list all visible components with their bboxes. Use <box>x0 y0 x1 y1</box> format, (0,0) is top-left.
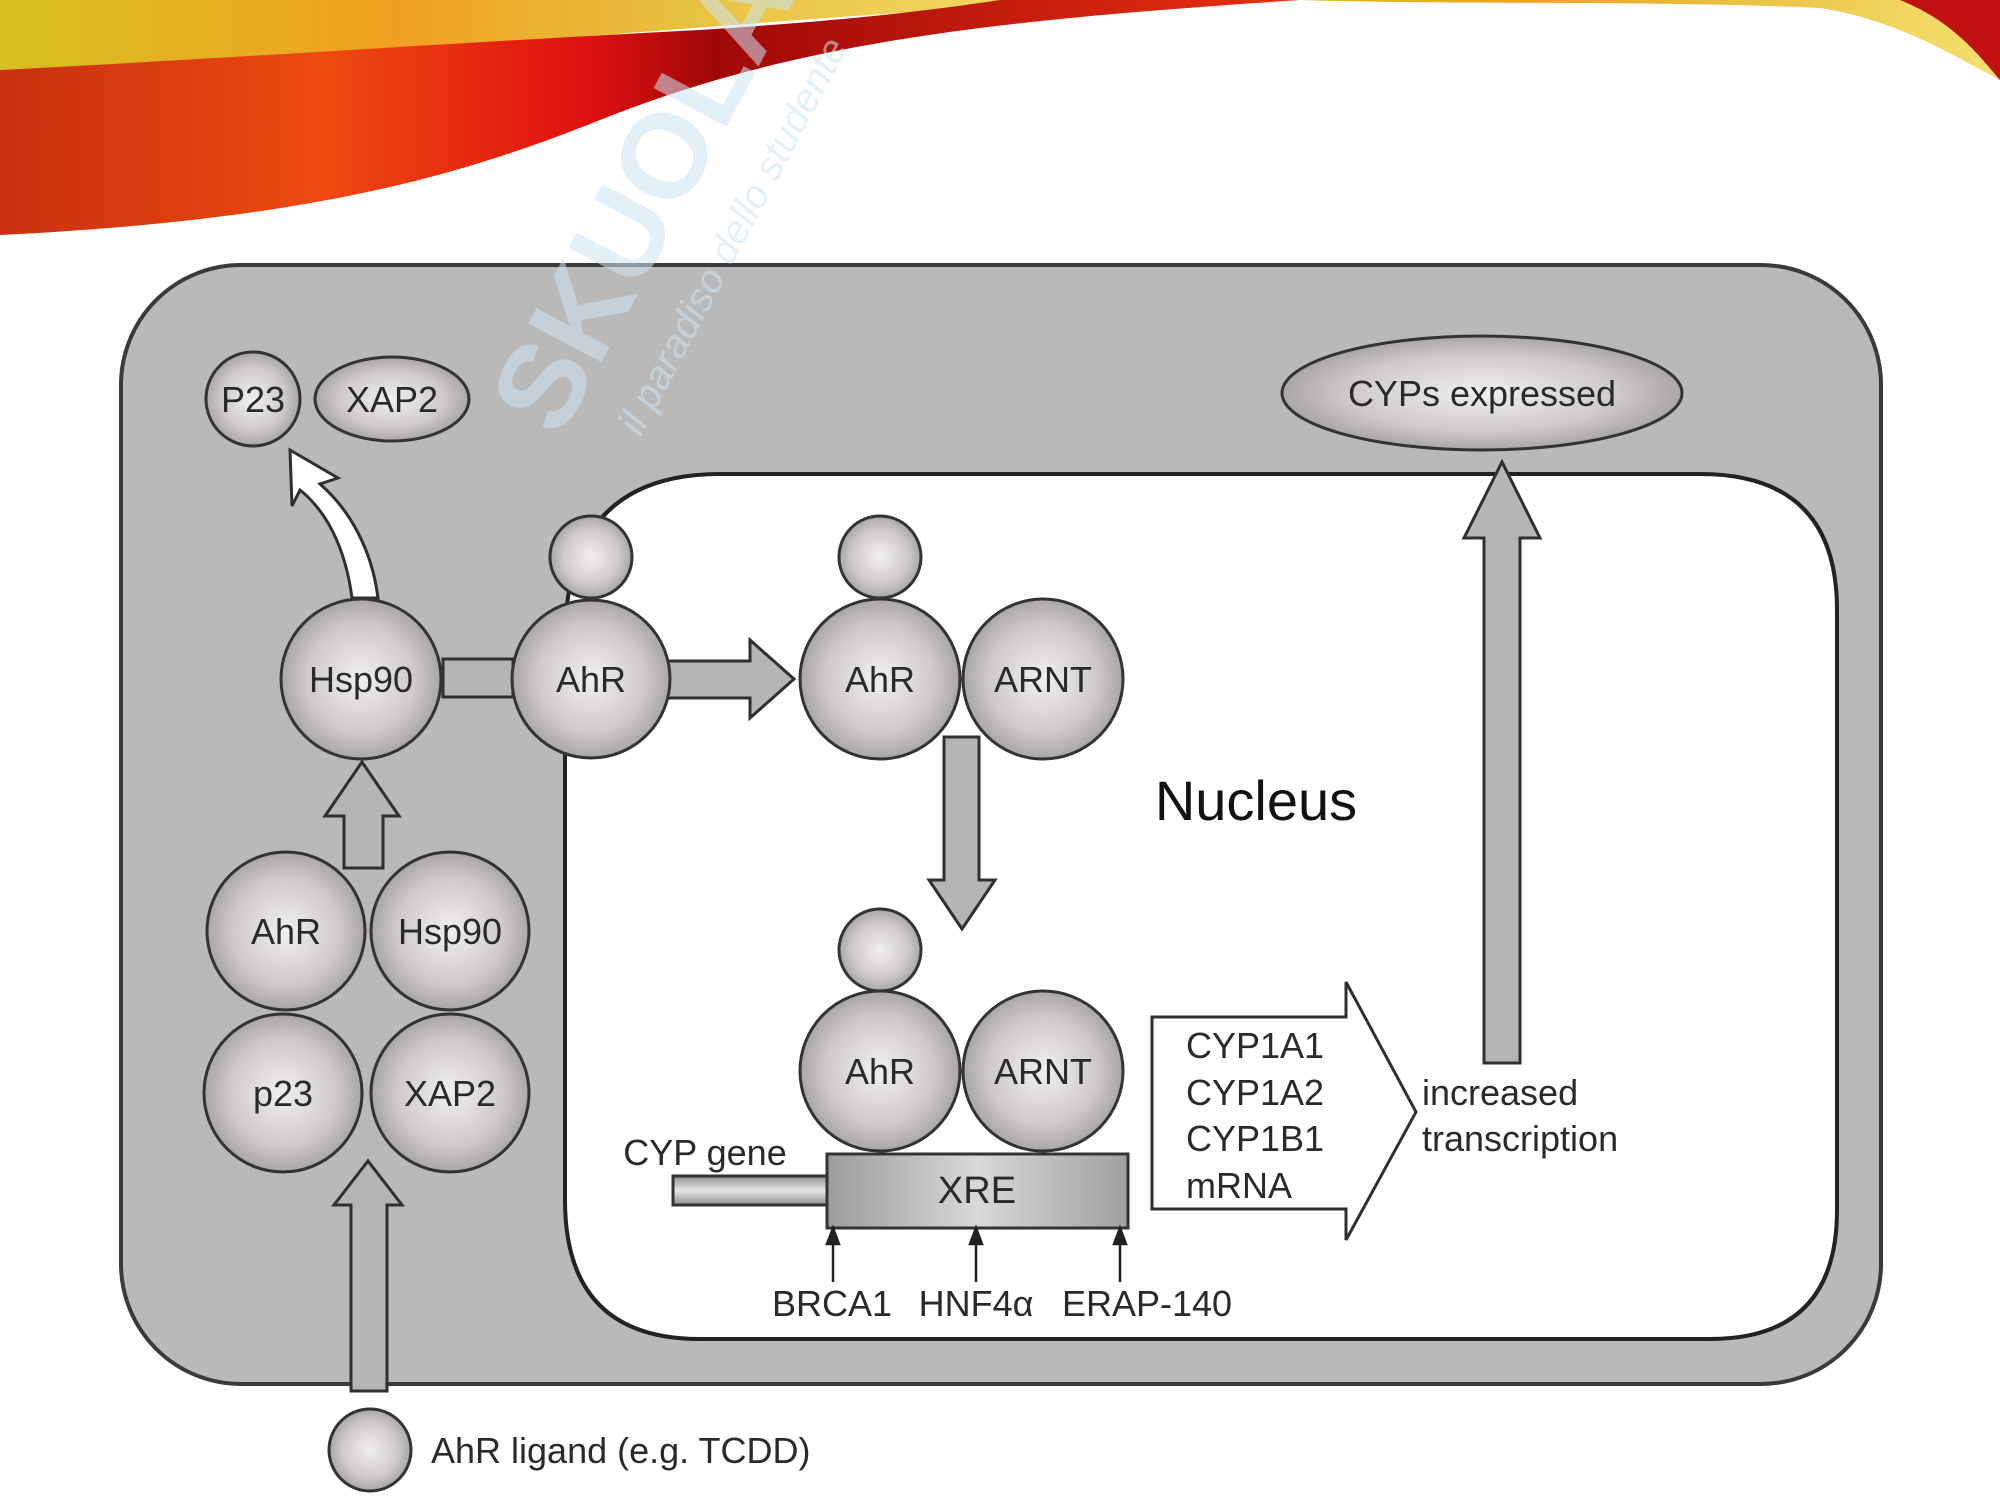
svg-text:CYP1A2: CYP1A2 <box>1186 1072 1324 1113</box>
increased-transcription-label: increased transcription <box>1422 1072 1618 1159</box>
ahr-complex: AhR Hsp90 p23 XAP2 <box>202 850 531 1174</box>
svg-text:CYP1A1: CYP1A1 <box>1186 1025 1324 1066</box>
svg-text:ARNT: ARNT <box>994 659 1092 700</box>
arrow-mrna-transcription <box>1150 981 1418 1241</box>
arrow-ligand-entry <box>330 1158 406 1393</box>
released-xap2: XAP2 <box>313 355 471 443</box>
svg-text:XAP2: XAP2 <box>346 379 438 420</box>
arrow-hsp90-release <box>288 447 380 600</box>
svg-text:Hsp90: Hsp90 <box>309 659 413 700</box>
svg-text:mRNA: mRNA <box>1186 1165 1292 1206</box>
ahr-arnt-bound: AhR ARNT <box>798 989 1125 1153</box>
svg-text:CYPs expressed: CYPs expressed <box>1348 373 1616 414</box>
header-swoosh <box>0 0 2000 235</box>
ahr-arnt-dimer: AhR ARNT <box>798 597 1125 761</box>
cyp-gene-bar <box>671 1174 831 1207</box>
arrow-dimer-to-xre <box>926 735 998 932</box>
coactivator-arrows <box>825 1224 1128 1282</box>
svg-text:XRE: XRE <box>938 1170 1016 1212</box>
svg-text:ARNT: ARNT <box>994 1051 1092 1092</box>
ligand-bound-nuc <box>837 514 923 600</box>
mrna-list: CYP1A1 CYP1A2 CYP1B1 mRNA <box>1186 1025 1324 1206</box>
cyps-expressed: CYPs expressed <box>1280 334 1684 452</box>
xre-element: XRE <box>825 1152 1130 1230</box>
svg-text:transcription: transcription <box>1422 1118 1618 1159</box>
svg-text:AhR: AhR <box>556 659 626 700</box>
arrow-ahr-to-nucleus <box>666 636 797 722</box>
svg-text:CYP1B1: CYP1B1 <box>1186 1118 1324 1159</box>
svg-text:XAP2: XAP2 <box>404 1073 496 1114</box>
cyp-gene-label: CYP gene <box>623 1132 786 1173</box>
svg-text:p23: p23 <box>253 1073 313 1114</box>
svg-text:P23: P23 <box>221 379 285 420</box>
ahr-cytoplasm: AhR <box>510 598 672 760</box>
hsp90: Hsp90 <box>279 597 443 761</box>
nucleus-label: Nucleus <box>1155 769 1357 832</box>
coactivator-erap140: ERAP-140 <box>1062 1283 1232 1324</box>
arrow-up-cyps-expressed <box>1461 458 1543 1065</box>
svg-text:AhR: AhR <box>251 911 321 952</box>
ligand-bound-xre <box>837 907 923 993</box>
link-hsp90-ahr <box>441 657 515 699</box>
coactivator-brca1: BRCA1 <box>772 1283 892 1324</box>
svg-text:increased: increased <box>1422 1072 1578 1113</box>
ahr-ligand: AhR ligand (e.g. TCDD) <box>327 1407 810 1493</box>
svg-text:Hsp90: Hsp90 <box>398 911 502 952</box>
released-p23: P23 <box>204 350 302 448</box>
svg-text:AhR: AhR <box>845 659 915 700</box>
svg-text:AhR: AhR <box>845 1051 915 1092</box>
ligand-bound-cyto <box>548 514 634 600</box>
svg-text:AhR ligand (e.g. TCDD): AhR ligand (e.g. TCDD) <box>431 1430 810 1471</box>
arrow-complex-to-hsp90 <box>322 759 402 870</box>
coactivator-hnf4a: HNF4α <box>919 1283 1034 1324</box>
